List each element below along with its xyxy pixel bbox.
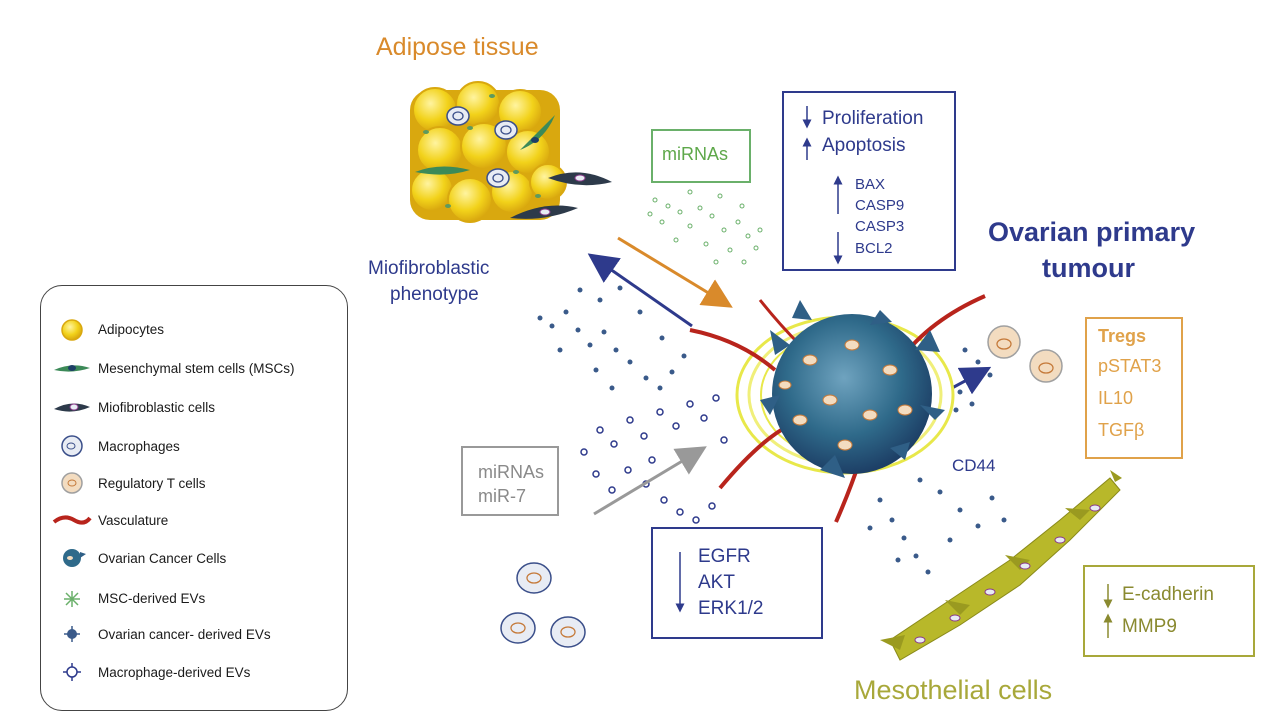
miofibroblast-icon	[54, 403, 90, 412]
mir7-text: miR-7	[478, 486, 526, 506]
gene-bax: BAX	[855, 176, 886, 193]
mmp9-text: MMP9	[1122, 616, 1177, 637]
legend-label-adipocytes: Adipocytes	[98, 322, 165, 337]
apoptosis-box	[782, 91, 956, 271]
macrophage-icon	[61, 435, 83, 457]
arrow-mirnas-grey	[593, 446, 707, 516]
il10-text: IL10	[1098, 388, 1134, 408]
tregs-text: Tregs	[1098, 326, 1147, 346]
mirnas-grey-text: miRNAs	[478, 462, 544, 482]
cancer-ev-icon	[64, 626, 80, 642]
arrow-to-tregs	[951, 366, 992, 395]
treg-cells	[987, 325, 1063, 383]
macrophage-group	[500, 562, 586, 648]
adipose-cluster	[410, 81, 612, 223]
legend-label-macrophages: Macrophages	[98, 439, 180, 454]
egfr-box	[651, 527, 823, 639]
cancer-ev-cloud	[537, 285, 1007, 575]
erk-text: ERK1/2	[698, 598, 764, 619]
mirnas-green-box	[651, 129, 751, 183]
msc-ev-icon	[64, 591, 80, 607]
msc-icon	[54, 365, 90, 372]
miofibroblastic-label-line2: phenotype	[390, 284, 479, 305]
msc-ev-cloud	[647, 189, 763, 265]
vasculature-icon	[52, 515, 92, 525]
arrow-from-adipose	[617, 236, 733, 308]
ovarian-tumour-label-line2: tumour	[1042, 253, 1135, 283]
adipocyte-icon	[61, 319, 83, 341]
legend-label-msc: Mesenchymal stem cells (MSCs)	[98, 361, 295, 376]
mesothelial-cells	[880, 470, 1122, 661]
legend-label-tregs: Regulatory T cells	[98, 476, 206, 491]
macrophage-ev-cloud	[580, 394, 728, 524]
arrow-to-adipose	[587, 253, 693, 328]
macrophage-ev-icon	[63, 663, 81, 681]
gene-casp3: CASP3	[855, 218, 905, 235]
legend-panel	[40, 285, 348, 711]
cd44-label: CD44	[952, 456, 996, 475]
legend-label-cancer-evs: Ovarian cancer- derived EVs	[98, 627, 271, 642]
ovarian-tumour	[689, 294, 986, 523]
proliferation-text: Proliferation	[822, 108, 924, 129]
ovarian-tumour-label-line1: Ovarian primary	[988, 217, 1196, 247]
mirnas-green-text: miRNAs	[662, 144, 728, 164]
tregs-box	[1085, 317, 1183, 459]
treg-icon	[61, 472, 83, 494]
ecadherin-box	[1083, 565, 1255, 657]
apoptosis-text: Apoptosis	[822, 135, 906, 156]
pstat3-text: pSTAT3	[1098, 356, 1162, 376]
gene-bcl2: BCL2	[855, 240, 893, 257]
legend-label-macrophage-evs: Macrophage-derived EVs	[98, 665, 251, 680]
gene-casp9: CASP9	[855, 197, 905, 214]
legend-label-vasculature: Vasculature	[98, 513, 169, 528]
legend-label-cancer-cells: Ovarian Cancer Cells	[98, 551, 227, 566]
egfr-text: EGFR	[698, 546, 751, 567]
mirnas-grey-box	[461, 446, 559, 516]
adipose-tissue-label: Adipose tissue	[376, 33, 539, 61]
miofibroblastic-label-line1: Miofibroblastic	[368, 258, 490, 279]
legend-label-miofibroblastic: Miofibroblastic cells	[98, 400, 216, 415]
legend-label-msc-evs: MSC-derived EVs	[98, 591, 206, 606]
akt-text: AKT	[698, 572, 735, 593]
cancer-cell-icon	[63, 549, 86, 567]
mesothelial-label: Mesothelial cells	[854, 675, 1053, 705]
ecadherin-text: E-cadherin	[1122, 584, 1214, 605]
tgfb-text: TGFβ	[1098, 420, 1145, 440]
